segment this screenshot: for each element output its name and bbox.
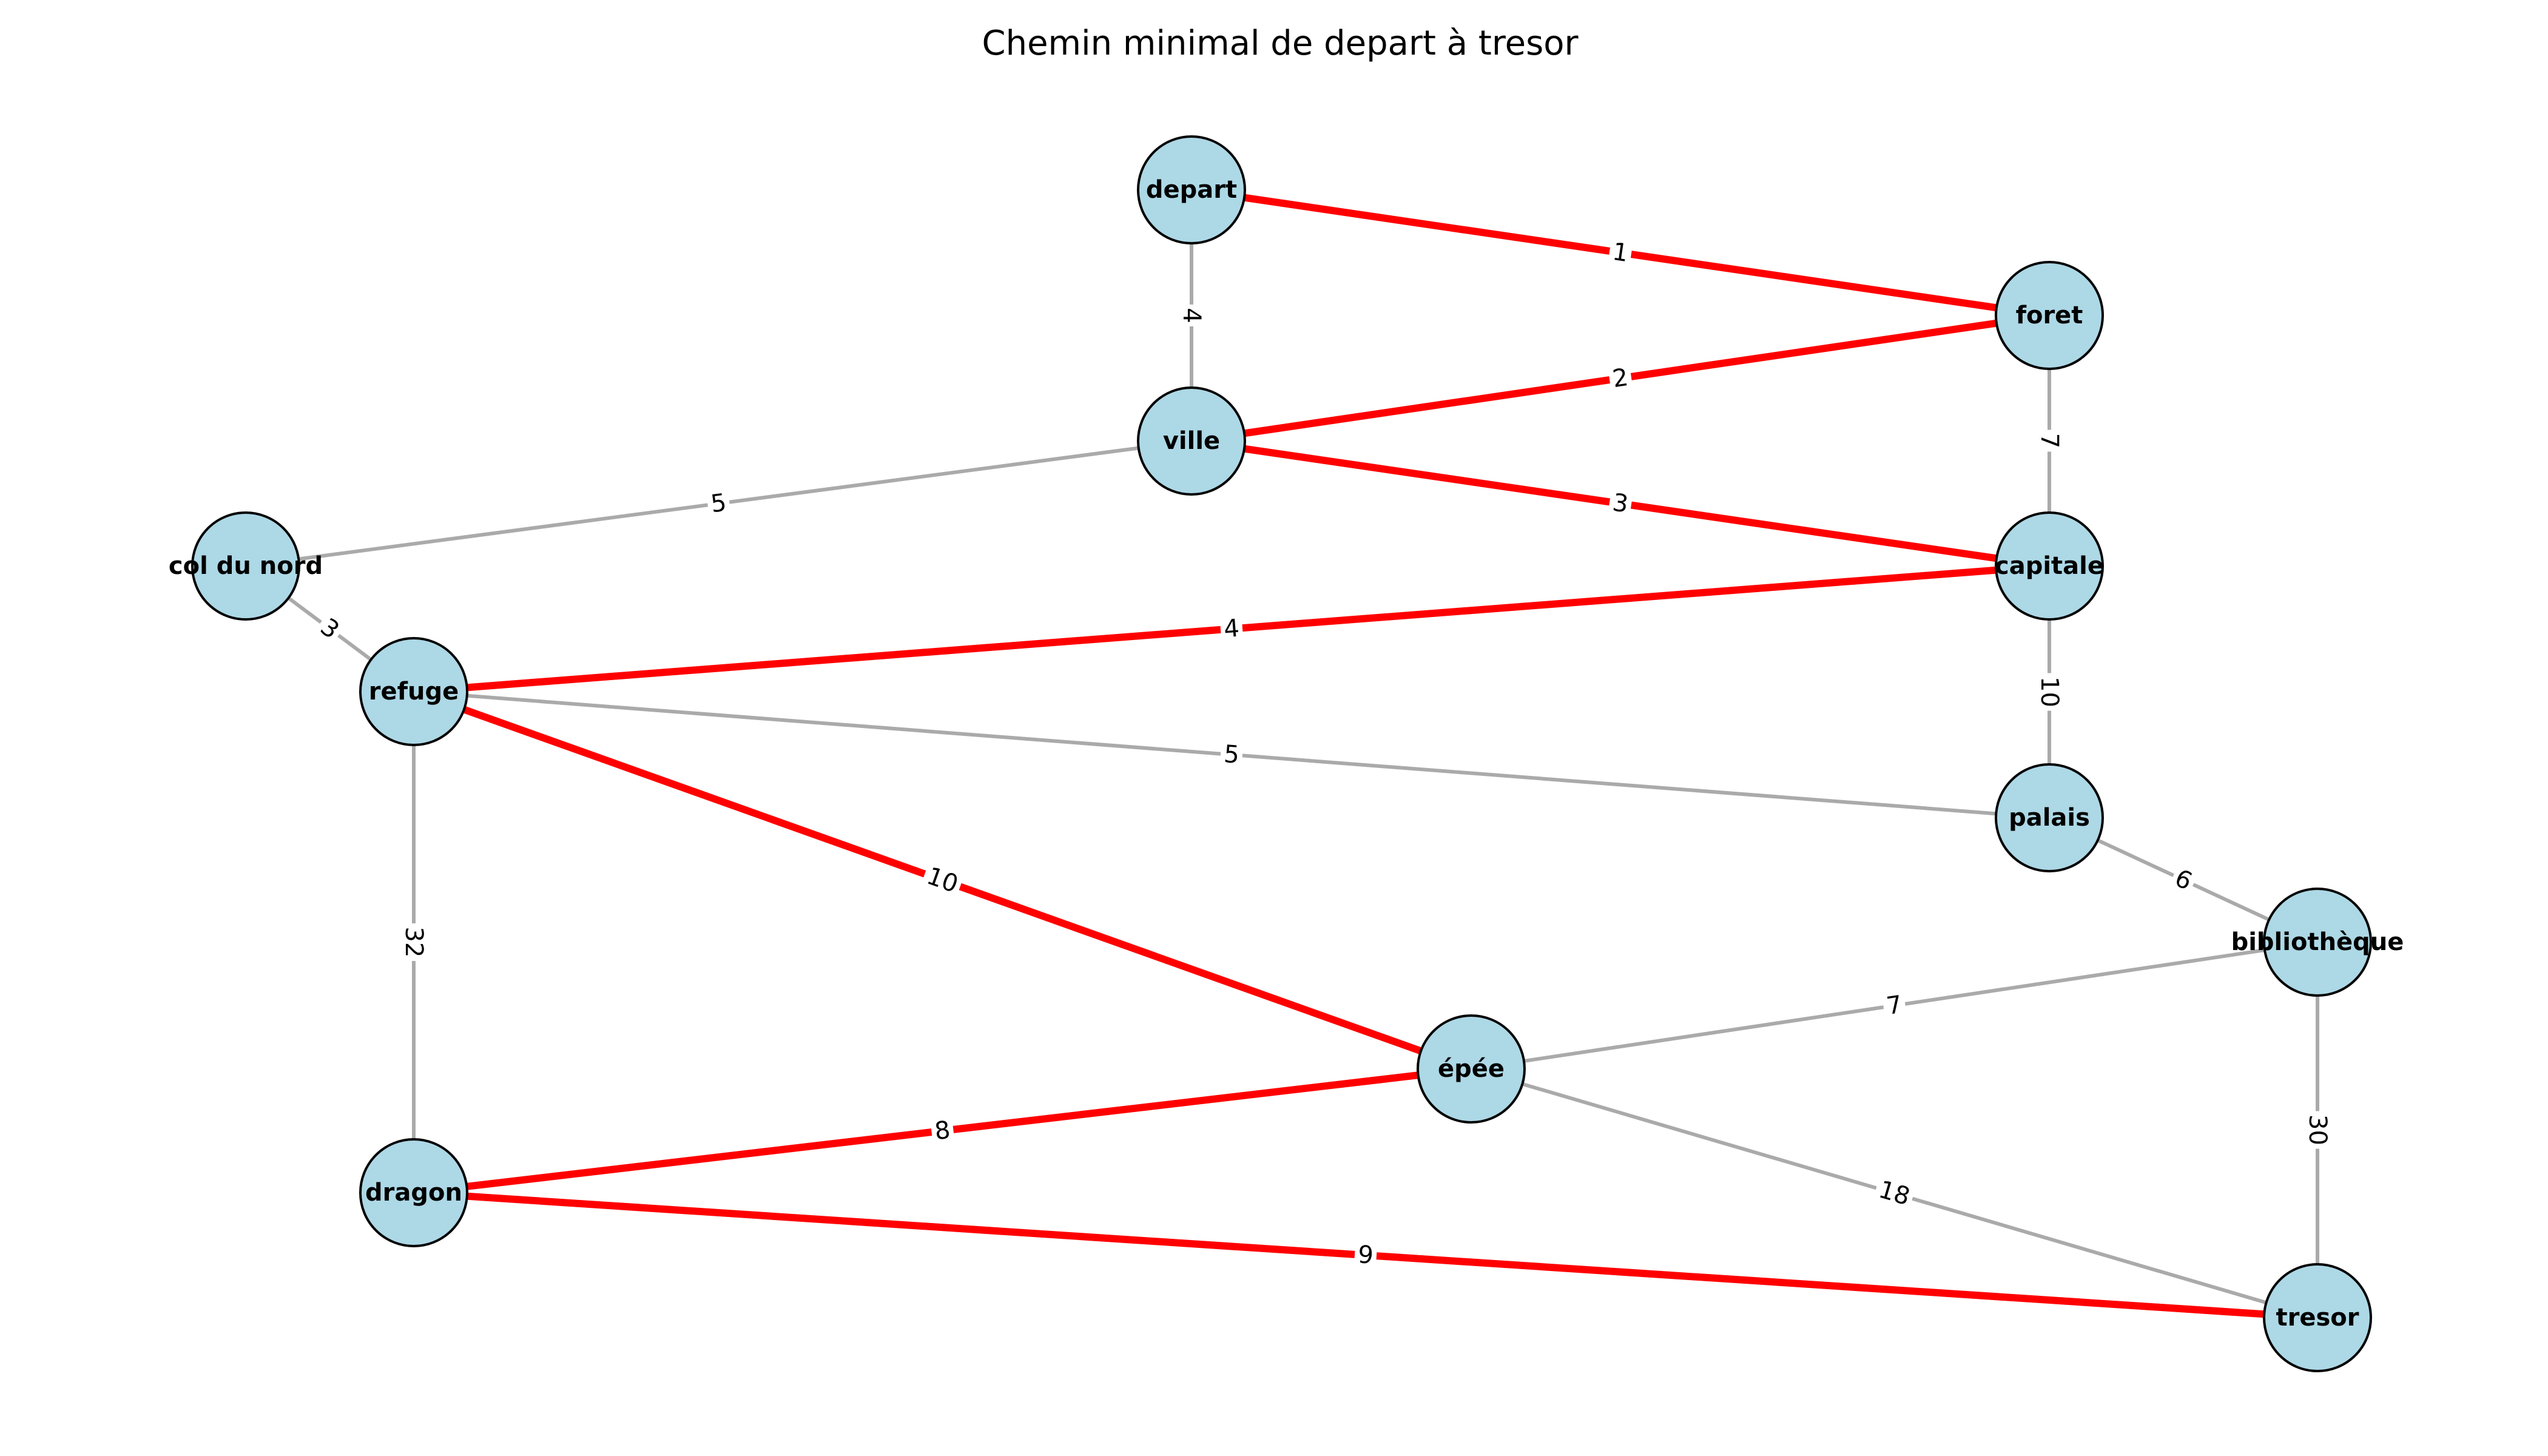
node-label: bibliothèque xyxy=(2231,928,2404,956)
svg-text:10: 10 xyxy=(2035,676,2063,707)
edge-weight-bibliotheque-tresor: 30 xyxy=(2304,1111,2331,1149)
node-circle xyxy=(191,511,300,621)
edges-layer xyxy=(244,186,2319,1321)
node-label: col du nord xyxy=(169,552,323,580)
node-capitale: capitale xyxy=(1995,511,2104,621)
edge-weight-refuge-capitale: 4 xyxy=(1219,615,1244,644)
node-circle xyxy=(2263,1263,2372,1372)
svg-text:4: 4 xyxy=(1178,308,1205,323)
node-label: capitale xyxy=(1995,552,2104,580)
node-ville: ville xyxy=(1137,386,1246,496)
node-circle xyxy=(1417,1014,1526,1124)
node-label: ville xyxy=(1163,427,1220,455)
node-label: épée xyxy=(1438,1055,1505,1083)
edge-weight-foret-capitale: 7 xyxy=(2035,430,2063,452)
node-tresor: tresor xyxy=(2263,1263,2372,1372)
edge-weight-ville-capitale: 3 xyxy=(1608,488,1633,519)
node-label: depart xyxy=(1146,176,1237,204)
svg-text:9: 9 xyxy=(1357,1241,1374,1270)
node-circle xyxy=(1995,261,2104,370)
node-label: dragon xyxy=(365,1179,462,1207)
node-label: palais xyxy=(2009,804,2090,832)
node-depart: depart xyxy=(1137,135,1246,244)
diagram-title: Chemin minimal de depart à tresor xyxy=(982,24,1579,63)
node-circle xyxy=(1137,135,1246,244)
node-circle xyxy=(359,637,468,746)
edge-weight-dragon-epee: 8 xyxy=(930,1116,955,1146)
node-palais: palais xyxy=(1995,763,2104,872)
nodes-layer: depart foret ville col du nord capitale refug… xyxy=(169,135,2404,1372)
edge-weight-palais-bibliotheque: 6 xyxy=(2168,863,2199,897)
edge-weight-ville-col_du_nord: 5 xyxy=(706,489,732,519)
edge-weight-depart-ville: 4 xyxy=(1178,305,1205,326)
node-label: foret xyxy=(2016,302,2083,329)
node-epee: épée xyxy=(1417,1014,1526,1124)
svg-text:7: 7 xyxy=(2035,433,2063,448)
node-circle xyxy=(2263,888,2372,997)
svg-text:32: 32 xyxy=(400,927,428,958)
node-col_du_nord: col du nord xyxy=(169,511,323,621)
edge-weight-epee-bibliotheque: 7 xyxy=(1881,991,1907,1020)
edge-weight-refuge-palais: 5 xyxy=(1219,740,1244,769)
node-label: tresor xyxy=(2276,1304,2359,1332)
node-circle xyxy=(1995,763,2104,872)
node-circle xyxy=(359,1138,468,1247)
edge-weight-capitale-palais: 10 xyxy=(2035,673,2063,711)
svg-text:5: 5 xyxy=(1223,740,1241,769)
edge-weight-epee-tresor: 18 xyxy=(1872,1175,1916,1212)
node-label: refuge xyxy=(369,678,459,706)
svg-text:4: 4 xyxy=(1223,615,1241,644)
edge-weight-dragon-tresor: 9 xyxy=(1353,1241,1378,1270)
node-circle xyxy=(1137,386,1246,496)
svg-text:8: 8 xyxy=(933,1116,952,1146)
edge-weight-refuge-dragon: 32 xyxy=(400,923,428,961)
node-circle xyxy=(1995,511,2104,621)
edge-weight-col_du_nord-refuge: 3 xyxy=(312,612,347,646)
node-refuge: refuge xyxy=(359,637,468,746)
edge-weight-depart-foret: 1 xyxy=(1608,238,1633,268)
svg-text:5: 5 xyxy=(709,489,728,519)
node-dragon: dragon xyxy=(359,1138,468,1247)
edge-weight-refuge-epee: 10 xyxy=(920,861,965,900)
edge-weight-ville-foret: 2 xyxy=(1608,363,1633,393)
edge-labels-layer: 1 4 2 7 3 5 3 4 10 5 6 10 32 7 30 8 18 9 xyxy=(312,238,2331,1270)
svg-text:30: 30 xyxy=(2304,1114,2331,1145)
node-bibliotheque: bibliothèque xyxy=(2231,888,2404,997)
node-foret: foret xyxy=(1995,261,2104,370)
